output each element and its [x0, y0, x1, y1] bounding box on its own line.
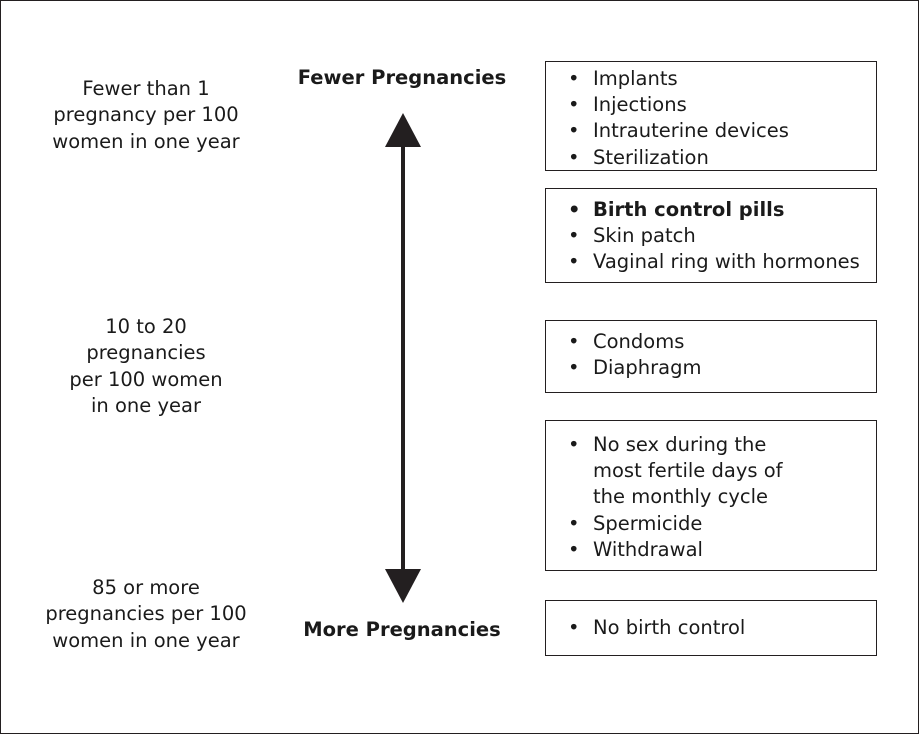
method-group-most-effective: • Implants • Injections • Intrauterine device… [545, 61, 877, 171]
method-item: • No sex during the most fertile days of … [546, 432, 876, 511]
method-item: • Spermicide [546, 511, 876, 537]
method-item: • Injections [546, 92, 876, 118]
method-group-none: • No birth control [545, 600, 877, 656]
arrow-head-down [385, 569, 421, 603]
method-item-text: Skin patch [593, 224, 696, 248]
method-group-barrier: • Condoms • Diaphragm [545, 320, 877, 393]
bullet-icon: • [568, 145, 580, 169]
bullet-icon: • [568, 224, 580, 248]
arrow-shaft [401, 145, 405, 573]
method-item-text: Diaphragm [593, 356, 702, 380]
method-item: • Withdrawal [546, 537, 876, 563]
method-item-text: Intrauterine devices [593, 119, 789, 143]
method-item: • No birth control [546, 615, 876, 641]
bullet-icon: • [568, 511, 580, 535]
method-item-text: Vaginal ring with hormones [593, 250, 860, 274]
rate-label-middle: 10 to 20 pregnancies per 100 women in on… [69, 315, 223, 417]
method-list: • No birth control [546, 615, 876, 641]
method-item-text: No birth control [593, 616, 746, 639]
bullet-icon: • [568, 93, 580, 117]
bullet-icon: • [568, 356, 580, 380]
method-list: • Birth control pills • Skin patch • Vaginal … [546, 197, 876, 276]
method-list: • Implants • Injections • Intrauterine device… [546, 66, 876, 171]
rate-label-bottom: 85 or more pregnancies per 100 women in … [45, 576, 247, 652]
method-item-text: Injections [593, 93, 687, 117]
double-headed-arrow [385, 113, 421, 603]
more-pregnancies-label: More Pregnancies [303, 618, 501, 641]
bullet-icon: • [568, 537, 580, 561]
bullet-icon: • [568, 616, 580, 639]
method-item-text: No sex during the most fertile days of t… [593, 433, 783, 509]
bullet-icon: • [568, 330, 580, 353]
method-item: • Skin patch [546, 223, 876, 249]
method-item: • Implants [546, 66, 876, 92]
method-item-text: Birth control pills [593, 198, 785, 221]
bullet-icon: • [568, 119, 580, 143]
method-list: • Condoms • Diaphragm [546, 329, 876, 381]
rate-label-top: Fewer than 1 pregnancy per 100 women in … [52, 77, 240, 153]
method-item: • Vaginal ring with hormones [546, 249, 876, 275]
bullet-icon: • [568, 198, 581, 221]
method-group-less-effective: • No sex during the most fertile days of … [545, 420, 877, 571]
bullet-icon: • [568, 433, 580, 456]
fewer-pregnancies-label: Fewer Pregnancies [297, 66, 507, 89]
method-item: • Intrauterine devices [546, 118, 876, 144]
method-item: • Condoms [546, 329, 876, 355]
method-item-text: Spermicide [593, 511, 703, 535]
arrow-head-up [385, 113, 421, 147]
method-item-text: Withdrawal [593, 537, 703, 561]
method-item: • Sterilization [546, 145, 876, 171]
method-list: • No sex during the most fertile days of … [546, 432, 876, 563]
method-item-text: Condoms [593, 330, 685, 353]
method-item: • Diaphragm [546, 355, 876, 381]
bullet-icon: • [568, 67, 580, 90]
method-item-text: Sterilization [593, 145, 709, 169]
method-item: • Birth control pills [546, 197, 876, 223]
method-item-text: Implants [593, 67, 678, 90]
bullet-icon: • [568, 250, 580, 274]
method-group-hormonal: • Birth control pills • Skin patch • Vaginal … [545, 188, 877, 283]
